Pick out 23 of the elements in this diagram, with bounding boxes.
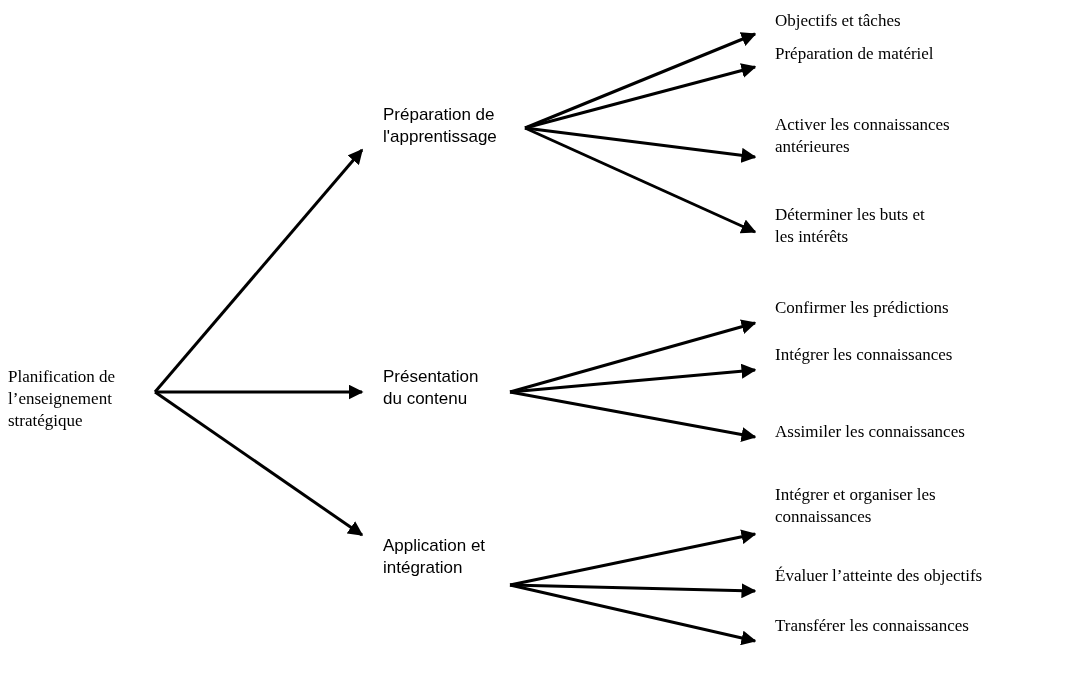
node-label: Transférer les connaissances	[775, 615, 969, 637]
arrow	[509, 583, 757, 646]
node-label: Assimiler les connaissances	[775, 421, 965, 443]
arrow	[524, 126, 757, 234]
node-label: Préparation de l'apprentissage	[383, 104, 498, 149]
node-label: Confirmer les prédictions	[775, 297, 949, 319]
node-label: Déterminer les buts et les intérêts	[775, 204, 926, 249]
node-label: Préparation de matériel	[775, 43, 934, 65]
arrow	[524, 63, 757, 130]
node-label: Présentation du contenu	[383, 366, 480, 411]
arrow	[153, 148, 364, 393]
arrow	[509, 390, 757, 442]
arrow	[509, 363, 757, 394]
arrow	[509, 529, 757, 587]
node-label: Intégrer et organiser les connaissances	[775, 484, 937, 529]
node-label: Évaluer l’atteinte des objectifs	[775, 565, 983, 587]
node-label: Activer les connaissances antérieures	[775, 114, 951, 159]
node-label: Application et intégration	[383, 535, 487, 580]
node-label: Planification de l’enseignement stratégique	[8, 366, 117, 433]
node-label: Objectifs et tâches	[775, 10, 901, 32]
arrow	[154, 390, 364, 537]
node-label: Intégrer les connaissances	[775, 344, 953, 366]
arrow	[155, 384, 364, 400]
